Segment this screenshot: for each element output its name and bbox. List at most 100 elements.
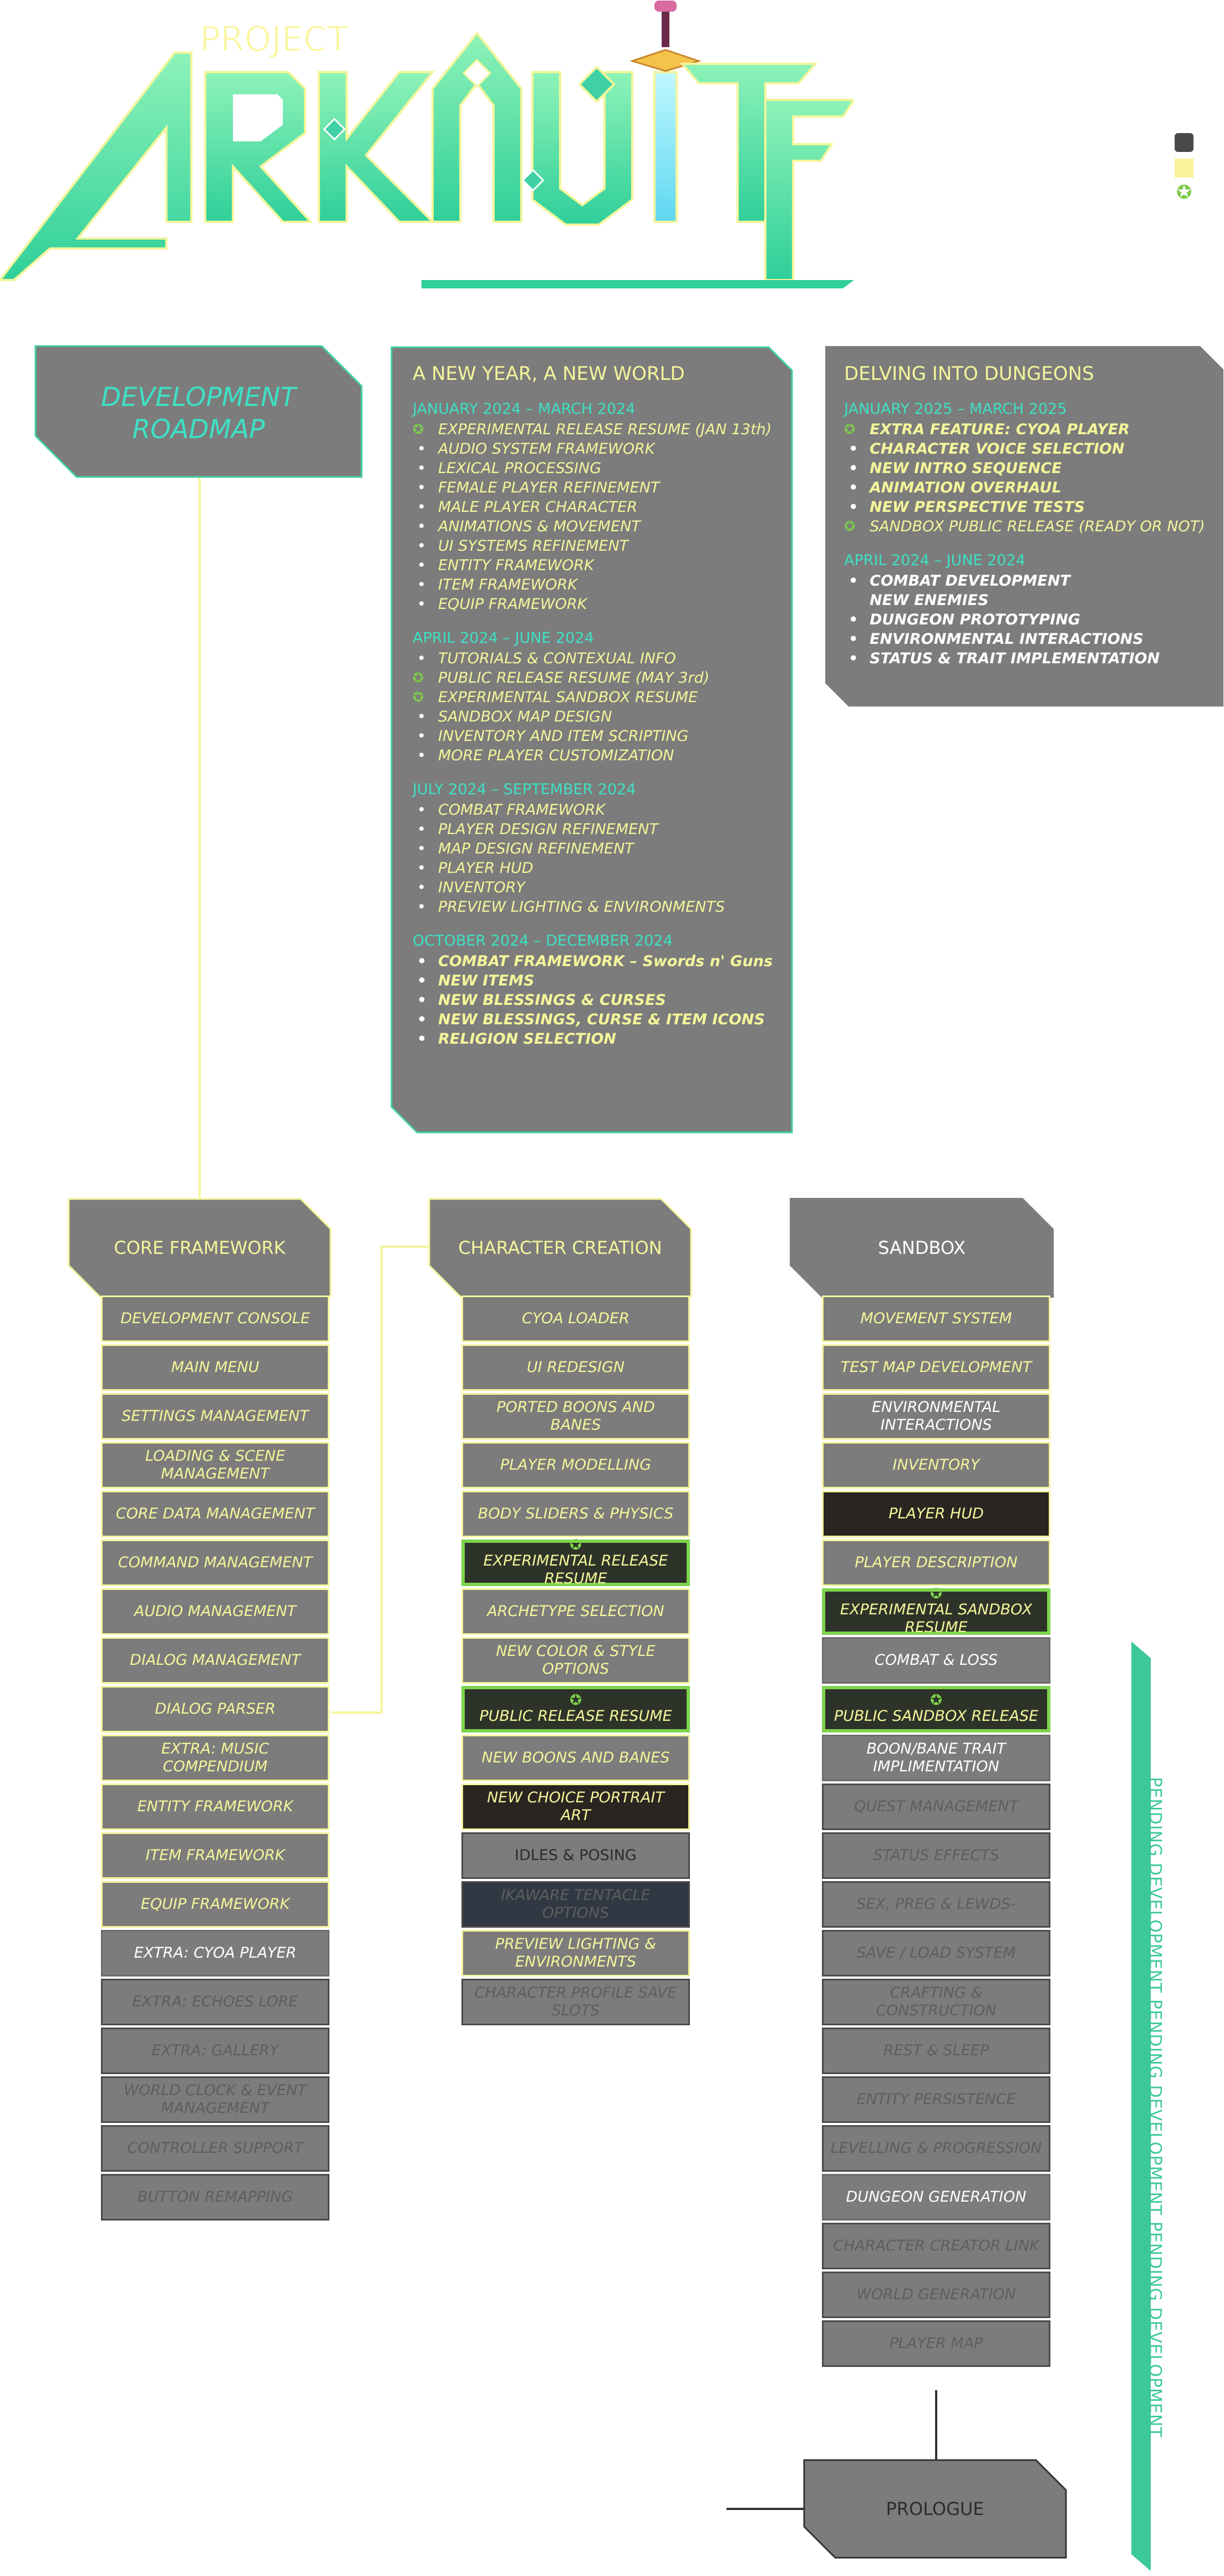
task-row: BOON/BANE TRAIT IMPLIMENTATION bbox=[822, 1735, 1050, 1781]
task-row: REST & SLEEP bbox=[822, 2028, 1050, 2074]
roadmap-item: EQUIP FRAMEWORK bbox=[413, 595, 779, 614]
project-arkauite-logo: PROJECT bbox=[0, 1, 854, 288]
roadmap-item: DUNGEON PROTOTYPING bbox=[844, 610, 1216, 629]
milestone-label: PUBLIC RELEASE RESUME bbox=[479, 1708, 672, 1725]
roadmap-title-line1: DEVELOPMENT bbox=[101, 382, 296, 413]
task-row: ITEM FRAMEWORK bbox=[101, 1832, 329, 1879]
milestone-star-icon: ✪ bbox=[570, 1692, 582, 1709]
milestone-label: EXPERIMENTAL SANDBOX RESUME bbox=[840, 1601, 1033, 1636]
roadmap-connector bbox=[199, 477, 201, 1198]
roadmap-item: ENVIRONMENTAL INTERACTIONS bbox=[844, 629, 1216, 649]
task-row: PORTED BOONS AND BANES bbox=[461, 1393, 690, 1440]
task-row: MOVEMENT SYSTEM bbox=[822, 1295, 1050, 1342]
prologue-box: PROLOGUE bbox=[803, 2459, 1067, 2559]
milestone-star-icon: ✪ bbox=[930, 1586, 942, 1602]
task-row: PREVIEW LIGHTING & ENVIRONMENTS bbox=[461, 1930, 690, 1977]
roadmap-title-line2: ROADMAP bbox=[132, 414, 265, 445]
roadmap-item: NEW ENEMIES bbox=[870, 592, 989, 609]
roadmap-item: PLAYER DESIGN REFINEMENT bbox=[413, 820, 779, 839]
roadmap-item: ENTITY FRAMEWORK bbox=[413, 556, 779, 575]
task-row: WORLD CLOCK & EVENT MANAGEMENT bbox=[101, 2076, 329, 2123]
task-row: EQUIP FRAMEWORK bbox=[101, 1881, 329, 1928]
task-row: PLAYER DESCRIPTION bbox=[822, 1539, 1050, 1586]
task-row: NEW BOONS AND BANES bbox=[461, 1735, 690, 1781]
task-row: PLAYER MODELLING bbox=[461, 1442, 690, 1488]
task-row: SAVE / LOAD SYSTEM bbox=[822, 1930, 1050, 1977]
roadmap-item: ITEM FRAMEWORK bbox=[413, 575, 779, 595]
task-row: MAIN MENU bbox=[101, 1344, 329, 1391]
milestone-star-icon: ✪ bbox=[570, 1537, 582, 1553]
task-row: QUEST MANAGEMENT bbox=[822, 1784, 1050, 1830]
task-row: STATUS EFFECTS bbox=[822, 1832, 1050, 1879]
task-row: ✪EXPERIMENTAL SANDBOX RESUME bbox=[822, 1586, 1050, 1636]
roadmap-item: NEW PERSPECTIVE TESTS bbox=[844, 497, 1216, 517]
task-row: DIALOG PARSER bbox=[101, 1686, 329, 1732]
task-row: PLAYER MAP bbox=[822, 2320, 1050, 2367]
roadmap-item: NEW ITEMS bbox=[413, 971, 779, 990]
task-row: COMBAT & LOSS bbox=[822, 1637, 1050, 1684]
dialog-connector-h1 bbox=[332, 1711, 382, 1714]
dungeon-roadmap-card: DELVING INTO DUNGEONS JANUARY 2025 – MAR… bbox=[825, 346, 1223, 707]
task-row: BUTTON REMAPPING bbox=[101, 2174, 329, 2221]
task-row: DUNGEON GENERATION bbox=[822, 2174, 1050, 2221]
roadmap-item: ANIMATIONS & MOVEMENT bbox=[413, 517, 779, 536]
task-row: DIALOG MANAGEMENT bbox=[101, 1637, 329, 1684]
task-row: DEVELOPMENT CONSOLE bbox=[101, 1295, 329, 1342]
roadmap-item: SANDBOX MAP DESIGN bbox=[413, 707, 779, 726]
year_card-quarter-list: COMBAT FRAMEWORK – Swords n' GunsNEW ITE… bbox=[413, 952, 779, 1049]
task-row: UI REDESIGN bbox=[461, 1344, 690, 1391]
task-row: SETTINGS MANAGEMENT bbox=[101, 1393, 329, 1440]
task-row: BODY SLIDERS & PHYSICS bbox=[461, 1491, 690, 1537]
roadmap-item: MAP DESIGN REFINEMENT bbox=[413, 839, 779, 858]
roadmap-item: AUDIO SYSTEM FRAMEWORK bbox=[413, 439, 779, 459]
roadmap-item-completed: EXPERIMENTAL RELEASE RESUME (JAN 13th) bbox=[413, 420, 779, 439]
logo-project-text: PROJECT bbox=[200, 19, 349, 59]
task-row: ARCHETYPE SELECTION bbox=[461, 1588, 690, 1635]
dungeon_card-quarter-title: JANUARY 2025 – MARCH 2025 bbox=[844, 400, 1067, 418]
dungeon-card-title: DELVING INTO DUNGEONS bbox=[844, 363, 1094, 385]
character-creation-header: CHARACTER CREATION bbox=[428, 1198, 692, 1298]
task-row: CYOA LOADER bbox=[461, 1295, 690, 1342]
task-row: COMMAND MANAGEMENT bbox=[101, 1539, 329, 1586]
sandbox-header: SANDBOX bbox=[790, 1198, 1054, 1298]
task-row: EXTRA: GALLERY bbox=[101, 2028, 329, 2074]
roadmap-item: LEXICAL PROCESSING bbox=[413, 459, 779, 478]
task-row: CONTROLLER SUPPORT bbox=[101, 2125, 329, 2172]
milestone-star-icon: ✪ bbox=[930, 1692, 942, 1709]
roadmap-item: ANIMATION OVERHAUL bbox=[844, 478, 1216, 497]
roadmap-item: TUTORIALS & CONTEXUAL INFO bbox=[413, 649, 779, 668]
task-row: IDLES & POSING bbox=[461, 1832, 690, 1879]
roadmap-item: PREVIEW LIGHTING & ENVIRONMENTS bbox=[413, 897, 779, 917]
year_card-quarter-title: APRIL 2024 – JUNE 2024 bbox=[413, 629, 594, 647]
prologue-connector-v bbox=[935, 2390, 937, 2468]
roadmap-item: NEW INTRO SEQUENCE bbox=[844, 459, 1216, 478]
roadmap-item: UI SYSTEMS REFINEMENT bbox=[413, 536, 779, 556]
task-row: CHARACTER CREATOR LINK bbox=[822, 2223, 1050, 2269]
roadmap-item: INVENTORY bbox=[413, 878, 779, 897]
roadmap-item: INVENTORY AND ITEM SCRIPTING bbox=[413, 726, 779, 746]
core-framework-header: CORE FRAMEWORK bbox=[68, 1198, 332, 1298]
task-row: LOADING & SCENE MANAGEMENT bbox=[101, 1442, 329, 1488]
year_card-quarter-list: COMBAT FRAMEWORKPLAYER DESIGN REFINEMENT… bbox=[413, 800, 779, 917]
year_card-quarter-title: JULY 2024 – SEPTEMBER 2024 bbox=[413, 781, 636, 798]
pending-banner-text: PENDING DEVELOPMENT PENDING DEVELOPMENT … bbox=[1145, 1777, 1165, 2438]
milestone-label: PUBLIC SANDBOX RELEASE bbox=[834, 1708, 1039, 1725]
roadmap-item: STATUS & TRAIT IMPLEMENTATION bbox=[844, 649, 1216, 668]
dialog-connector-h2 bbox=[380, 1246, 431, 1248]
task-row: CRAFTING & CONSTRUCTION bbox=[822, 1979, 1050, 2025]
task-row: TEST MAP DEVELOPMENT bbox=[822, 1344, 1050, 1391]
sandbox-title: SANDBOX bbox=[878, 1237, 966, 1258]
task-row: EXTRA: ECHOES LORE bbox=[101, 1979, 329, 2025]
legend-done-icon: ✪ bbox=[1176, 181, 1192, 204]
task-row: AUDIO MANAGEMENT bbox=[101, 1588, 329, 1635]
year_card-quarter-title: JANUARY 2024 – MARCH 2024 bbox=[413, 400, 636, 418]
legend-yellow-swatch bbox=[1175, 159, 1193, 177]
milestone-label: EXPERIMENTAL RELEASE RESUME bbox=[483, 1552, 668, 1587]
core-framework-title: CORE FRAMEWORK bbox=[114, 1237, 286, 1258]
legend-dark-swatch bbox=[1175, 133, 1193, 152]
dialog-connector-v bbox=[380, 1247, 383, 1714]
roadmap-item-completed: SANDBOX PUBLIC RELEASE (READY OR NOT) bbox=[844, 517, 1216, 536]
task-row: CHARACTER PROFILE SAVE SLOTS bbox=[461, 1979, 690, 2025]
